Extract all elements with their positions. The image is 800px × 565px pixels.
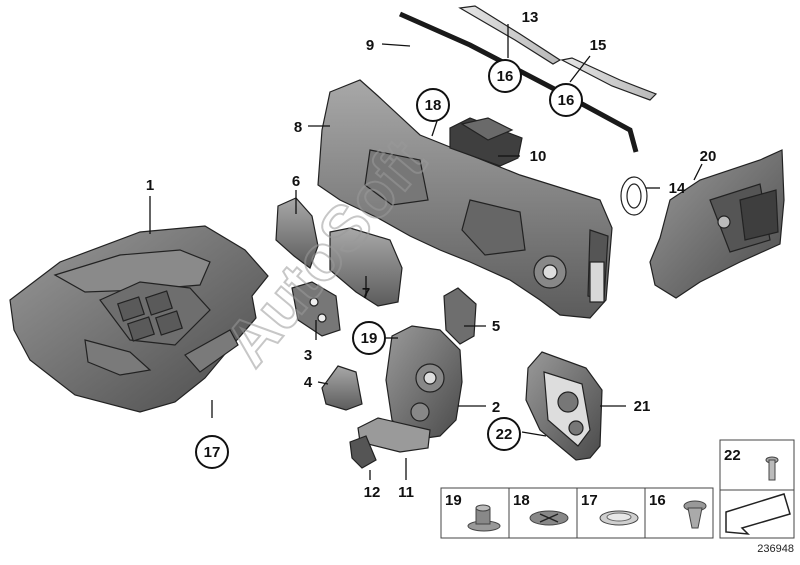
legend-cell-18 bbox=[508, 487, 578, 539]
part-21-frame bbox=[525, 351, 603, 461]
callout-2: 2 bbox=[492, 399, 500, 416]
callout-labels: 1 2 3 4 5 6 7 8 9 10 11 12 13 14 15 16 1… bbox=[146, 9, 717, 501]
callout-16a: 16 bbox=[497, 68, 514, 85]
part-4-bracket bbox=[321, 365, 363, 411]
legend-label-18: 18 bbox=[513, 492, 530, 509]
part-12-clip bbox=[349, 435, 377, 469]
callout-14: 14 bbox=[669, 180, 686, 197]
callout-6: 6 bbox=[292, 173, 300, 190]
callout-1: 1 bbox=[146, 177, 154, 194]
legend-label-22: 22 bbox=[724, 447, 741, 464]
callout-8: 8 bbox=[294, 119, 302, 136]
callout-18: 18 bbox=[425, 97, 442, 114]
callout-circle-17 bbox=[195, 435, 229, 469]
nut-icon bbox=[467, 504, 501, 532]
leader-lines bbox=[149, 24, 703, 480]
callout-circle-16a bbox=[488, 59, 522, 93]
part-10-pad bbox=[449, 117, 523, 167]
part-15-strip bbox=[560, 57, 658, 101]
part-8-bulkhead bbox=[317, 79, 613, 319]
callout-22: 22 bbox=[496, 426, 513, 443]
legend-cell-16 bbox=[644, 487, 714, 539]
fastener-legend: 19 18 17 16 22 bbox=[440, 439, 795, 539]
callout-19: 19 bbox=[361, 330, 378, 347]
callout-7: 7 bbox=[362, 285, 370, 302]
part-2-insulator bbox=[385, 325, 463, 441]
legend-label-17: 17 bbox=[581, 492, 598, 509]
callout-10: 10 bbox=[530, 148, 547, 165]
part-3-bracket bbox=[291, 281, 341, 337]
callout-13: 13 bbox=[522, 9, 539, 26]
callout-4: 4 bbox=[304, 374, 313, 391]
callout-12: 12 bbox=[364, 484, 381, 501]
part-6-bracket bbox=[275, 197, 319, 269]
legend-label-16: 16 bbox=[649, 492, 666, 509]
callout-circles bbox=[195, 59, 583, 469]
callout-circle-16b bbox=[549, 83, 583, 117]
callout-circle-19 bbox=[352, 321, 386, 355]
callout-9: 9 bbox=[366, 37, 374, 54]
part-20-side-insulation bbox=[649, 149, 785, 299]
callout-5: 5 bbox=[492, 318, 500, 335]
callout-3: 3 bbox=[304, 347, 312, 364]
callout-16b: 16 bbox=[558, 92, 575, 109]
part-13-strip bbox=[458, 5, 562, 65]
part-1-insulation-mat bbox=[9, 225, 269, 413]
callout-17: 17 bbox=[204, 444, 221, 461]
plug-cap-icon bbox=[599, 510, 639, 526]
legend-label-19: 19 bbox=[445, 492, 462, 509]
blind-rivet-icon bbox=[765, 456, 779, 481]
callout-20: 20 bbox=[700, 148, 717, 165]
reference-number: 236948 bbox=[757, 543, 794, 555]
arrow-icon bbox=[725, 493, 791, 535]
callout-21: 21 bbox=[634, 398, 651, 415]
expanding-rivet-icon bbox=[683, 500, 707, 529]
callout-circle-18 bbox=[416, 88, 450, 122]
part-14-grommet bbox=[620, 176, 648, 216]
push-clip-icon bbox=[529, 510, 569, 526]
callout-circle-22 bbox=[487, 417, 521, 451]
part-7-panel bbox=[329, 227, 403, 307]
callout-15: 15 bbox=[590, 37, 607, 54]
part-5-bracket bbox=[443, 287, 477, 345]
callout-11: 11 bbox=[398, 484, 414, 501]
